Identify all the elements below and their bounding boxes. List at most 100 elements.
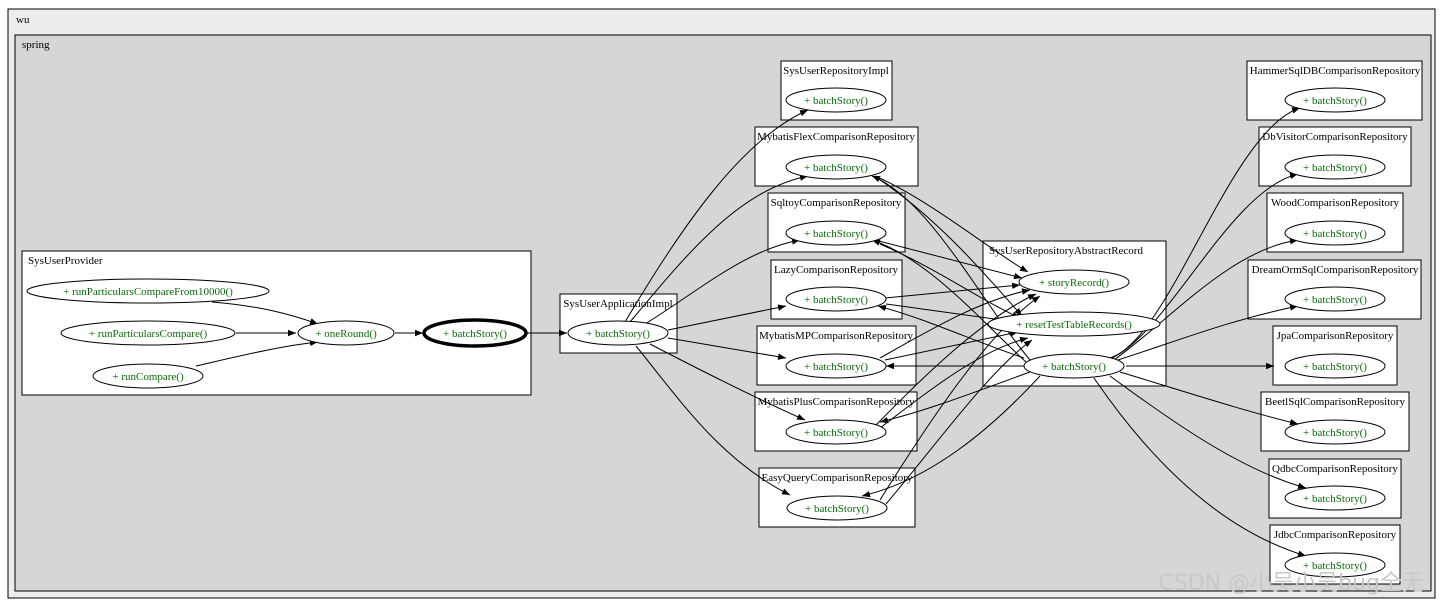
method-label: + batchStory() — [804, 427, 868, 439]
method-label: + resetTestTableRecords() — [1016, 319, 1132, 331]
edge-app-to-mybatismp — [667, 337, 787, 360]
edge-app-to-mybatisflex — [629, 174, 809, 323]
method-dbvisitor-batch-story: + batchStory() — [1284, 154, 1386, 180]
method-label: + batchStory() — [804, 162, 868, 174]
class-methods: + batchStory() + batchStory() + batchSto… — [567, 87, 1386, 578]
edge-plus-to-reset — [879, 336, 1029, 429]
class-title: SqltoyComparisonRepository — [771, 197, 902, 209]
class-title: QdbcComparisonRepository — [1272, 463, 1398, 475]
edge-mp-to-storyrecord — [879, 288, 1031, 359]
method-lazy-batch-story: + batchStory() — [785, 286, 887, 312]
method-label: + batchStory() — [586, 328, 650, 340]
edge-abstract-to-dbvisitor — [1111, 172, 1299, 359]
method-label: + batchStory() — [1303, 228, 1367, 240]
edge-app-to-mybatisplus — [649, 343, 806, 421]
class-title: MybatisFlexComparisonRepository — [757, 131, 915, 143]
method-dreamorm-batch-story: + batchStory() — [1284, 286, 1386, 312]
class-title: SysUserApplicationImpl — [563, 298, 672, 310]
edge-abstract-to-easy — [861, 375, 1041, 498]
method-sysuserrepoimpl-batch-story: + batchStory() — [785, 87, 887, 113]
method-label: + batchStory() — [1303, 95, 1367, 107]
method-app-batch-story: + batchStory() — [567, 320, 669, 346]
method-jpa-batch-story: + batchStory() — [1284, 353, 1386, 379]
edge-app-to-sqltoy — [644, 238, 801, 325]
method-mp-batch-story: + batchStory() — [785, 353, 887, 379]
edge-abstract-to-hammer — [1109, 107, 1301, 359]
method-label: + batchStory() — [1303, 560, 1367, 572]
class-title: WoodComparisonRepository — [1271, 197, 1400, 209]
class-title: MybatisMPComparisonRepository — [759, 330, 914, 342]
method-run-particulars-compare-from-10000: + runParticularsCompareFrom10000() — [26, 278, 270, 304]
cluster-wu-label: wu — [16, 14, 30, 26]
method-label: + runCompare() — [112, 371, 184, 383]
method-plus-batch-story: + batchStory() — [785, 419, 887, 445]
method-label: + batchStory() — [804, 361, 868, 373]
edge-app-to-easyquery — [635, 345, 791, 496]
class-title: LazyComparisonRepository — [774, 264, 899, 276]
edge-abstract-to-plus — [879, 371, 1031, 424]
class-title: DbVisitorComparisonRepository — [1262, 131, 1408, 143]
method-label: + batchStory() — [1042, 361, 1106, 373]
method-hammer-batch-story: + batchStory() — [1284, 87, 1386, 113]
edge-abstract-to-lazy — [877, 304, 1025, 359]
edge-abstract-to-flex — [871, 175, 1031, 361]
method-label: + batchStory() — [805, 503, 869, 515]
edge-sqltoy-to-storyrecord — [874, 239, 1023, 280]
method-run-compare: + runCompare() — [92, 363, 204, 389]
method-reset-test-table-records: + resetTestTableRecords() — [987, 311, 1161, 337]
class-title: HammerSqlDBComparisonRepository — [1250, 65, 1421, 77]
method-flex-batch-story: + batchStory() — [785, 154, 887, 180]
method-abstract-batch-story: + batchStory() — [1023, 353, 1125, 379]
class-title: EasyQueryComparisonRepository — [762, 472, 913, 484]
method-label: + runParticularsCompare() — [89, 328, 208, 340]
method-label: + batchStory() — [1303, 427, 1367, 439]
method-label: + batchStory() — [804, 228, 868, 240]
method-wood-batch-story: + batchStory() — [1284, 220, 1386, 246]
method-story-record: + storyRecord() — [1018, 269, 1130, 295]
method-run-particulars-compare: + runParticularsCompare() — [60, 320, 236, 346]
provider-methods: + runParticularsCompareFrom10000() + run… — [26, 278, 528, 389]
method-label: + batchStory() — [1303, 162, 1367, 174]
method-label: + storyRecord() — [1039, 277, 1109, 289]
method-label: + batchStory() — [1303, 361, 1367, 373]
edge-flex-to-reset — [879, 179, 1023, 317]
method-sqltoy-batch-story: + batchStory() — [785, 220, 887, 246]
method-easy-batch-story: + batchStory() — [786, 495, 888, 521]
class-title: MybatisPlusComparisonRepository — [757, 396, 915, 408]
edge-app-to-lazy — [667, 304, 787, 331]
method-label: + runParticularsCompareFrom10000() — [63, 286, 233, 298]
class-title: DreamOrmSqlComparisonRepository — [1252, 264, 1419, 276]
edge-abstract-to-qdbc — [1109, 375, 1307, 489]
method-provider-batch-story: + batchStory() — [422, 318, 528, 348]
class-title: JdbcComparisonRepository — [1274, 529, 1397, 541]
method-jdbc-batch-story: + batchStory() — [1284, 552, 1386, 578]
class-title: SysUserRepositoryImpl — [783, 65, 889, 77]
method-beetl-batch-story: + batchStory() — [1284, 419, 1386, 445]
edge-abstract-to-dreamorm — [1117, 304, 1299, 361]
method-label: + batchStory() — [1303, 493, 1367, 505]
edge-flex-to-storyrecord — [874, 175, 1029, 273]
class-title: SysUserProvider — [28, 255, 103, 267]
method-one-round: + oneRound() — [297, 320, 395, 346]
edge-from10000-to-oneround — [211, 301, 319, 325]
method-label: + batchStory() — [443, 328, 507, 340]
class-title: SysUserRepositoryAbstractRecord — [989, 245, 1143, 257]
edge-app-to-sysuserrepoimpl — [624, 109, 809, 323]
class-title: BeetlSqlComparisonRepository — [1265, 396, 1405, 408]
method-label: + batchStory() — [1303, 294, 1367, 306]
watermark: CSDN @小吴小吴bug全无 — [1158, 571, 1424, 596]
method-qdbc-batch-story: + batchStory() — [1284, 485, 1386, 511]
edge-mp-to-reset — [884, 330, 1019, 361]
edge-abstract-to-jdbc — [1093, 377, 1307, 557]
edge-abstract-to-wood — [1113, 238, 1299, 361]
edge-abstract-to-beetl — [1119, 371, 1299, 426]
method-label: + batchStory() — [804, 95, 868, 107]
cluster-spring-label: spring — [22, 39, 50, 51]
edge-abstract-to-sqltoy — [871, 239, 1027, 363]
method-label: + batchStory() — [804, 294, 868, 306]
edge-plus-to-storyrecord — [875, 293, 1037, 426]
class-title: JpaComparisonRepository — [1277, 330, 1394, 342]
edge-runcompare-to-oneround — [195, 339, 319, 367]
method-label: + oneRound() — [315, 328, 377, 340]
